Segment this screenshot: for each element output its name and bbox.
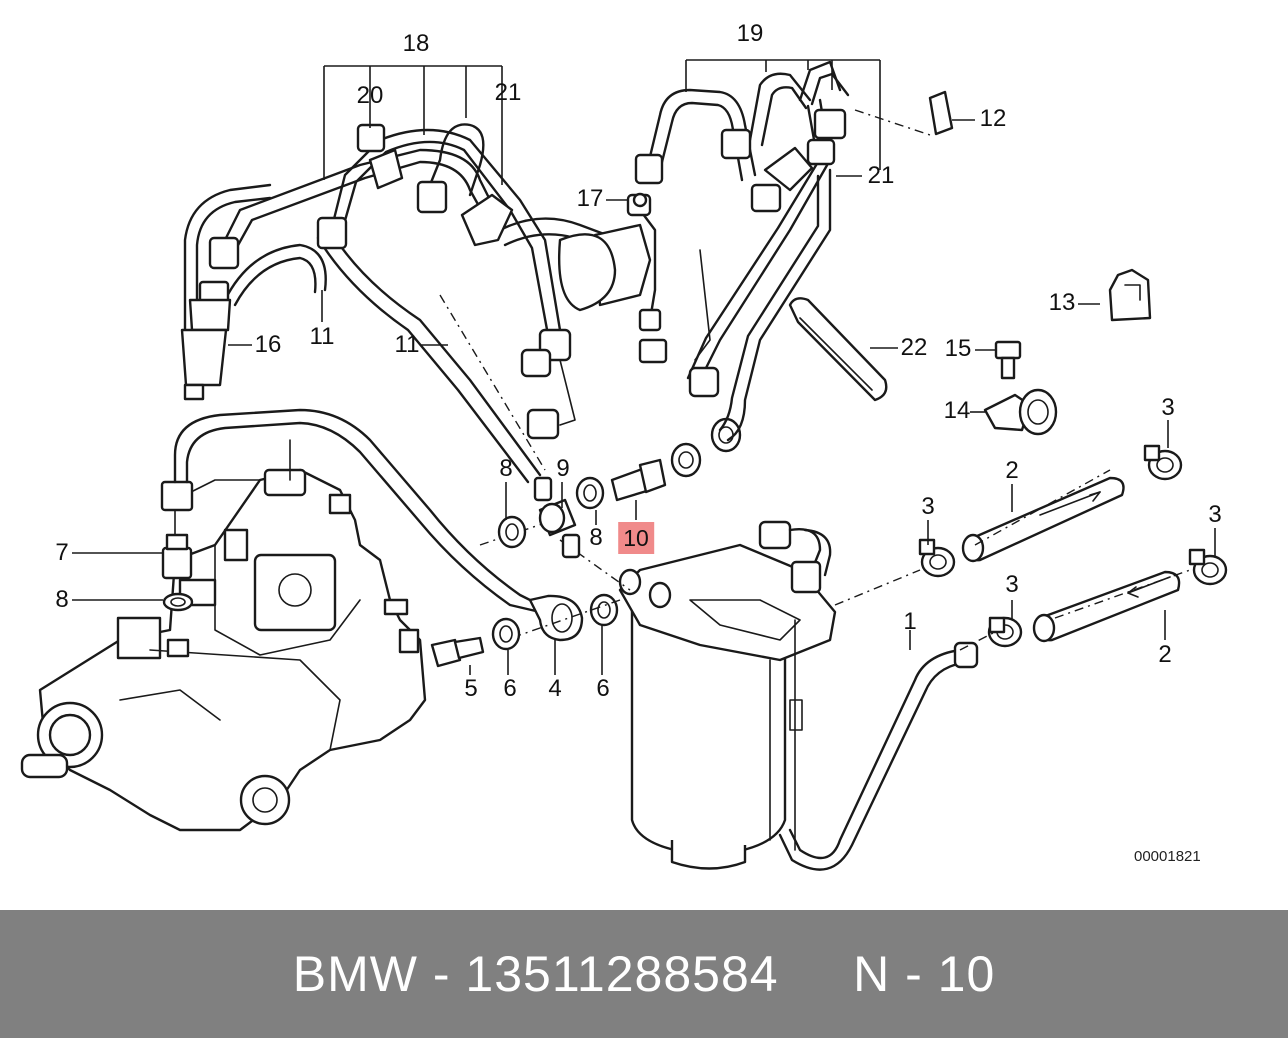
- callout-3: 3: [921, 493, 935, 520]
- callout-6: 6: [503, 675, 517, 702]
- callout-5: 5: [464, 675, 478, 702]
- tee-fitting: [497, 417, 742, 559]
- hose-2-upper: [961, 476, 1125, 563]
- part-14: [983, 388, 1058, 436]
- callout-11: 11: [394, 331, 420, 358]
- center-pump-area: [558, 192, 668, 364]
- callout-1: 1: [903, 608, 917, 635]
- part-info-text: BMW - 13511288584 N - 10: [0, 910, 1288, 1038]
- part-number: 13511288584: [465, 946, 779, 1002]
- callout-10-highlighted: 10: [618, 522, 654, 554]
- callout-8: 8: [499, 455, 513, 482]
- callout-3: 3: [1208, 501, 1222, 528]
- leader-lines: [72, 59, 1216, 675]
- injector: [180, 280, 232, 401]
- part-13: [1108, 268, 1152, 322]
- part-info-footer: BMW - 13511288584 N - 10: [0, 910, 1288, 1038]
- callout-4: 4: [548, 675, 562, 702]
- callout-13: 13: [1048, 289, 1076, 316]
- callout-6: 6: [596, 675, 610, 702]
- position-prefix: N: [853, 946, 891, 1002]
- callout-21: 21: [494, 79, 522, 106]
- injection-lines-left: [183, 123, 622, 484]
- callout-19: 19: [736, 20, 764, 47]
- diagram-number: 00001821: [1134, 848, 1201, 865]
- callout-12: 12: [979, 105, 1007, 132]
- part-15: [994, 340, 1022, 380]
- injection-lines-right: [634, 60, 850, 442]
- part-22: [788, 297, 888, 402]
- injection-pump: [20, 439, 427, 832]
- callout-14: 14: [943, 397, 971, 424]
- callout-15: 15: [944, 335, 972, 362]
- callout-9: 9: [556, 455, 570, 482]
- hose-clamps: [918, 444, 1228, 648]
- callout-2: 2: [1158, 641, 1172, 668]
- fuel-system-diagram-icon: [20, 59, 1228, 871]
- callout-16: 16: [254, 331, 282, 358]
- position-number: 10: [937, 946, 996, 1002]
- brand-name: BMW: [292, 946, 418, 1002]
- callout-21: 21: [867, 162, 895, 189]
- callout-8: 8: [55, 586, 69, 613]
- fuel-filter: [618, 520, 837, 870]
- pump-fitting: [160, 480, 194, 658]
- callout-22: 22: [900, 334, 928, 361]
- position-separator: -: [905, 946, 923, 1002]
- separator: -: [432, 946, 451, 1002]
- callout-20: 20: [356, 82, 384, 109]
- callout-3: 3: [1005, 571, 1019, 598]
- part-12: [928, 90, 954, 136]
- callout-8: 8: [589, 524, 603, 551]
- callout-2: 2: [1005, 457, 1019, 484]
- banjo-assembly: [430, 593, 619, 668]
- callout-17: 17: [576, 185, 604, 212]
- callout-3: 3: [1161, 394, 1175, 421]
- callout-11: 11: [309, 323, 335, 350]
- parts-diagram: 18 20 21 19 12 21 17 16 11 11 13 22 15 1…: [20, 20, 1228, 871]
- callout-7: 7: [55, 539, 69, 566]
- callout-18: 18: [402, 30, 430, 57]
